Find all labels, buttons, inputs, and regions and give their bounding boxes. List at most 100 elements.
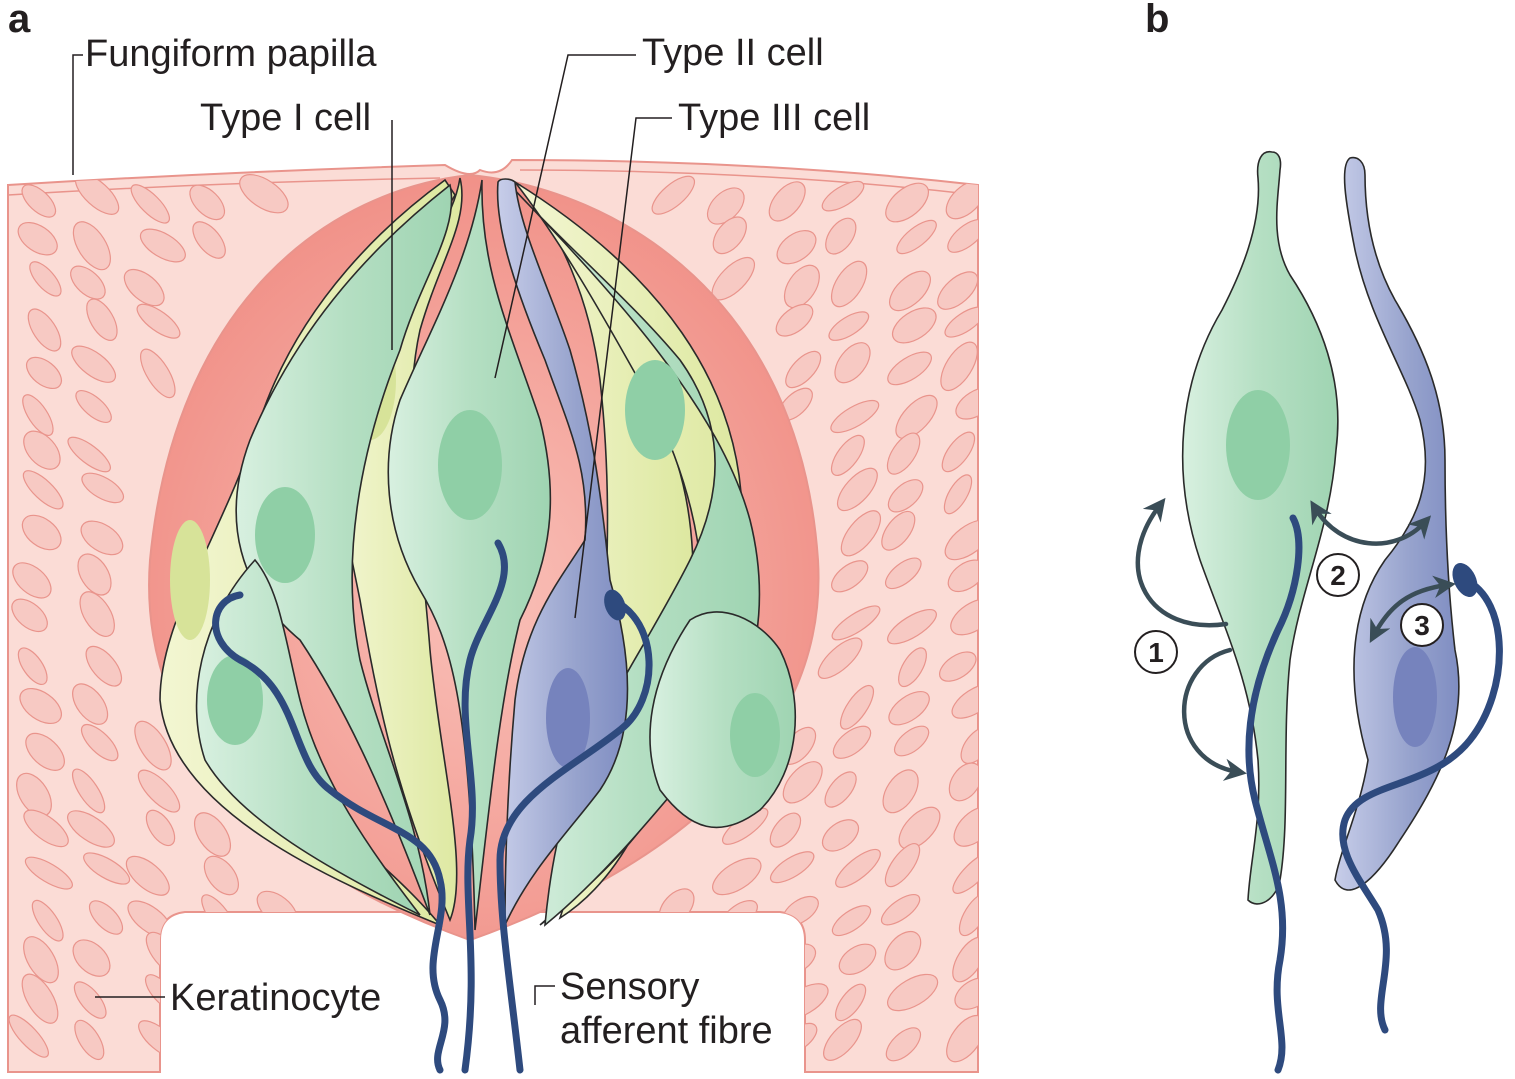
keratinocyte-cell bbox=[497, 1025, 525, 1064]
keratinocyte-cell bbox=[840, 510, 882, 557]
keratinocyte-cell bbox=[17, 647, 48, 686]
keratinocyte-cell bbox=[896, 219, 937, 255]
type-iii-nucleus bbox=[546, 668, 590, 768]
arrow-1-up bbox=[1135, 497, 1229, 628]
keratinocyte-cell bbox=[192, 221, 226, 259]
keratinocyte-cell bbox=[67, 436, 111, 473]
keratinocyte-cell bbox=[943, 474, 973, 515]
leader-lines bbox=[72, 54, 672, 1005]
keratinocyte-cell bbox=[824, 771, 857, 808]
keratinocyte-cell bbox=[722, 944, 760, 980]
keratinocyte-cell bbox=[71, 768, 106, 814]
arrow-2 bbox=[1310, 500, 1432, 546]
keratinocyte-cell bbox=[954, 977, 978, 1010]
keratinocyte-cell bbox=[891, 307, 937, 344]
keratinocyte-cell bbox=[136, 303, 181, 339]
keratinocyte-cell bbox=[189, 184, 226, 221]
keratinocyte-cell bbox=[139, 228, 186, 263]
keratinocyte-cell bbox=[832, 725, 872, 759]
keratinocyte-cell bbox=[946, 1014, 978, 1063]
keratinocyte-cell bbox=[886, 432, 921, 475]
keratinocyte-cell bbox=[776, 230, 817, 265]
keratinocyte-cell bbox=[785, 350, 822, 389]
keratinocyte-cell bbox=[838, 943, 877, 976]
panel-a: a Fungiform papilla Type I cell Type II … bbox=[7, 0, 979, 1074]
keratinocyte-cell bbox=[831, 605, 881, 641]
keratinocyte-cell bbox=[831, 560, 869, 593]
keratinocyte-cell bbox=[125, 855, 170, 896]
type-iii-nucleus-b bbox=[1393, 647, 1437, 747]
type-ii-nucleus-b bbox=[1226, 390, 1290, 500]
keratinocyte-cell bbox=[944, 306, 978, 338]
keratinocyte-cell bbox=[71, 345, 117, 383]
type-ii-nucleus bbox=[625, 360, 685, 460]
nerve-fibre-b2 bbox=[1339, 576, 1503, 1034]
keratinocyte-cell bbox=[893, 725, 930, 757]
label-sensory-line2: afferent fibre bbox=[560, 1010, 773, 1052]
nerve-fibre-b1 bbox=[1245, 514, 1303, 1074]
label-keratinocyte: Keratinocyte bbox=[170, 977, 381, 1019]
keratinocyte-cell bbox=[836, 467, 878, 512]
keratinocyte-cell bbox=[74, 1019, 105, 1061]
keratinocyte-cell bbox=[951, 683, 978, 719]
keratinocyte-cell bbox=[24, 856, 73, 890]
keratinocyte-cell bbox=[884, 557, 922, 590]
keratinocyte-cell bbox=[885, 182, 929, 223]
keratinocyte-cell bbox=[73, 981, 107, 1019]
keratinocyte-cell bbox=[783, 264, 820, 309]
keratinocyte-cell bbox=[884, 930, 922, 971]
keratinocyte-cell bbox=[145, 809, 176, 847]
keratinocyte-cell bbox=[191, 1021, 226, 1059]
keratinocyte-cell bbox=[19, 687, 62, 725]
keratinocyte-cell bbox=[88, 900, 124, 935]
keratinocyte-cell bbox=[363, 1026, 406, 1059]
panel-a-letter: a bbox=[8, 0, 31, 41]
keratinocyte-cell bbox=[960, 726, 978, 765]
keratinocyte-cell bbox=[884, 843, 921, 888]
label-type-i-cell: Type I cell bbox=[200, 97, 371, 139]
type-i-nucleus bbox=[170, 520, 210, 640]
nerve-terminal bbox=[604, 589, 626, 621]
keratinocyte-cell bbox=[817, 637, 863, 679]
keratinocyte-cell bbox=[952, 851, 978, 894]
keratinocyte-cell bbox=[775, 303, 814, 337]
keratinocyte-cell bbox=[8, 1014, 49, 1058]
keratinocyte-cell bbox=[25, 732, 65, 771]
keratinocyte-cell bbox=[940, 341, 978, 392]
keratinocyte-cell bbox=[880, 893, 921, 926]
keratinocyte-cell bbox=[835, 848, 881, 888]
keratinocyte-cell bbox=[75, 389, 112, 424]
type-iii-cell-b bbox=[1334, 156, 1460, 891]
keratinocyte-cell bbox=[79, 591, 115, 637]
keratinocyte-cell bbox=[821, 819, 860, 852]
keratinocyte-cell bbox=[895, 394, 938, 439]
type-ii-nucleus bbox=[255, 487, 315, 583]
keratinocyte-layer bbox=[8, 173, 978, 1065]
arrow-3 bbox=[1369, 575, 1456, 643]
keratinocyte-cell bbox=[939, 651, 977, 682]
keratinocyte-cell bbox=[80, 723, 119, 762]
keratinocyte-cell bbox=[83, 852, 131, 885]
keratinocyte-cell bbox=[947, 218, 978, 253]
keratinocyte-cell bbox=[31, 899, 64, 942]
keratinocyte-cell bbox=[23, 936, 59, 984]
keratinocyte-cell bbox=[945, 180, 978, 220]
keratinocyte-cell bbox=[885, 1027, 922, 1062]
keratinocyte-cell bbox=[882, 769, 919, 814]
keratinocyte-cell bbox=[12, 562, 52, 599]
keratinocyte-cell bbox=[944, 519, 978, 561]
step-badge-1: 1 bbox=[1134, 630, 1178, 674]
step-badge-2: 2 bbox=[1316, 553, 1360, 597]
keratinocyte-cell bbox=[21, 514, 62, 551]
keratinocyte-cell bbox=[260, 1019, 292, 1059]
keratinocyte-cell bbox=[21, 184, 57, 218]
keratinocyte-cell bbox=[23, 430, 61, 470]
keratinocyte-cell bbox=[881, 510, 916, 551]
keratinocyte-cell bbox=[830, 434, 865, 476]
keratinocyte-cell bbox=[137, 769, 181, 813]
keratinocyte-cell bbox=[888, 691, 930, 726]
keratinocyte-cell bbox=[130, 184, 170, 224]
keratinocyte-cell bbox=[70, 265, 106, 300]
keratinocyte-cell bbox=[21, 973, 59, 1024]
keratinocyte-cell bbox=[123, 268, 165, 307]
